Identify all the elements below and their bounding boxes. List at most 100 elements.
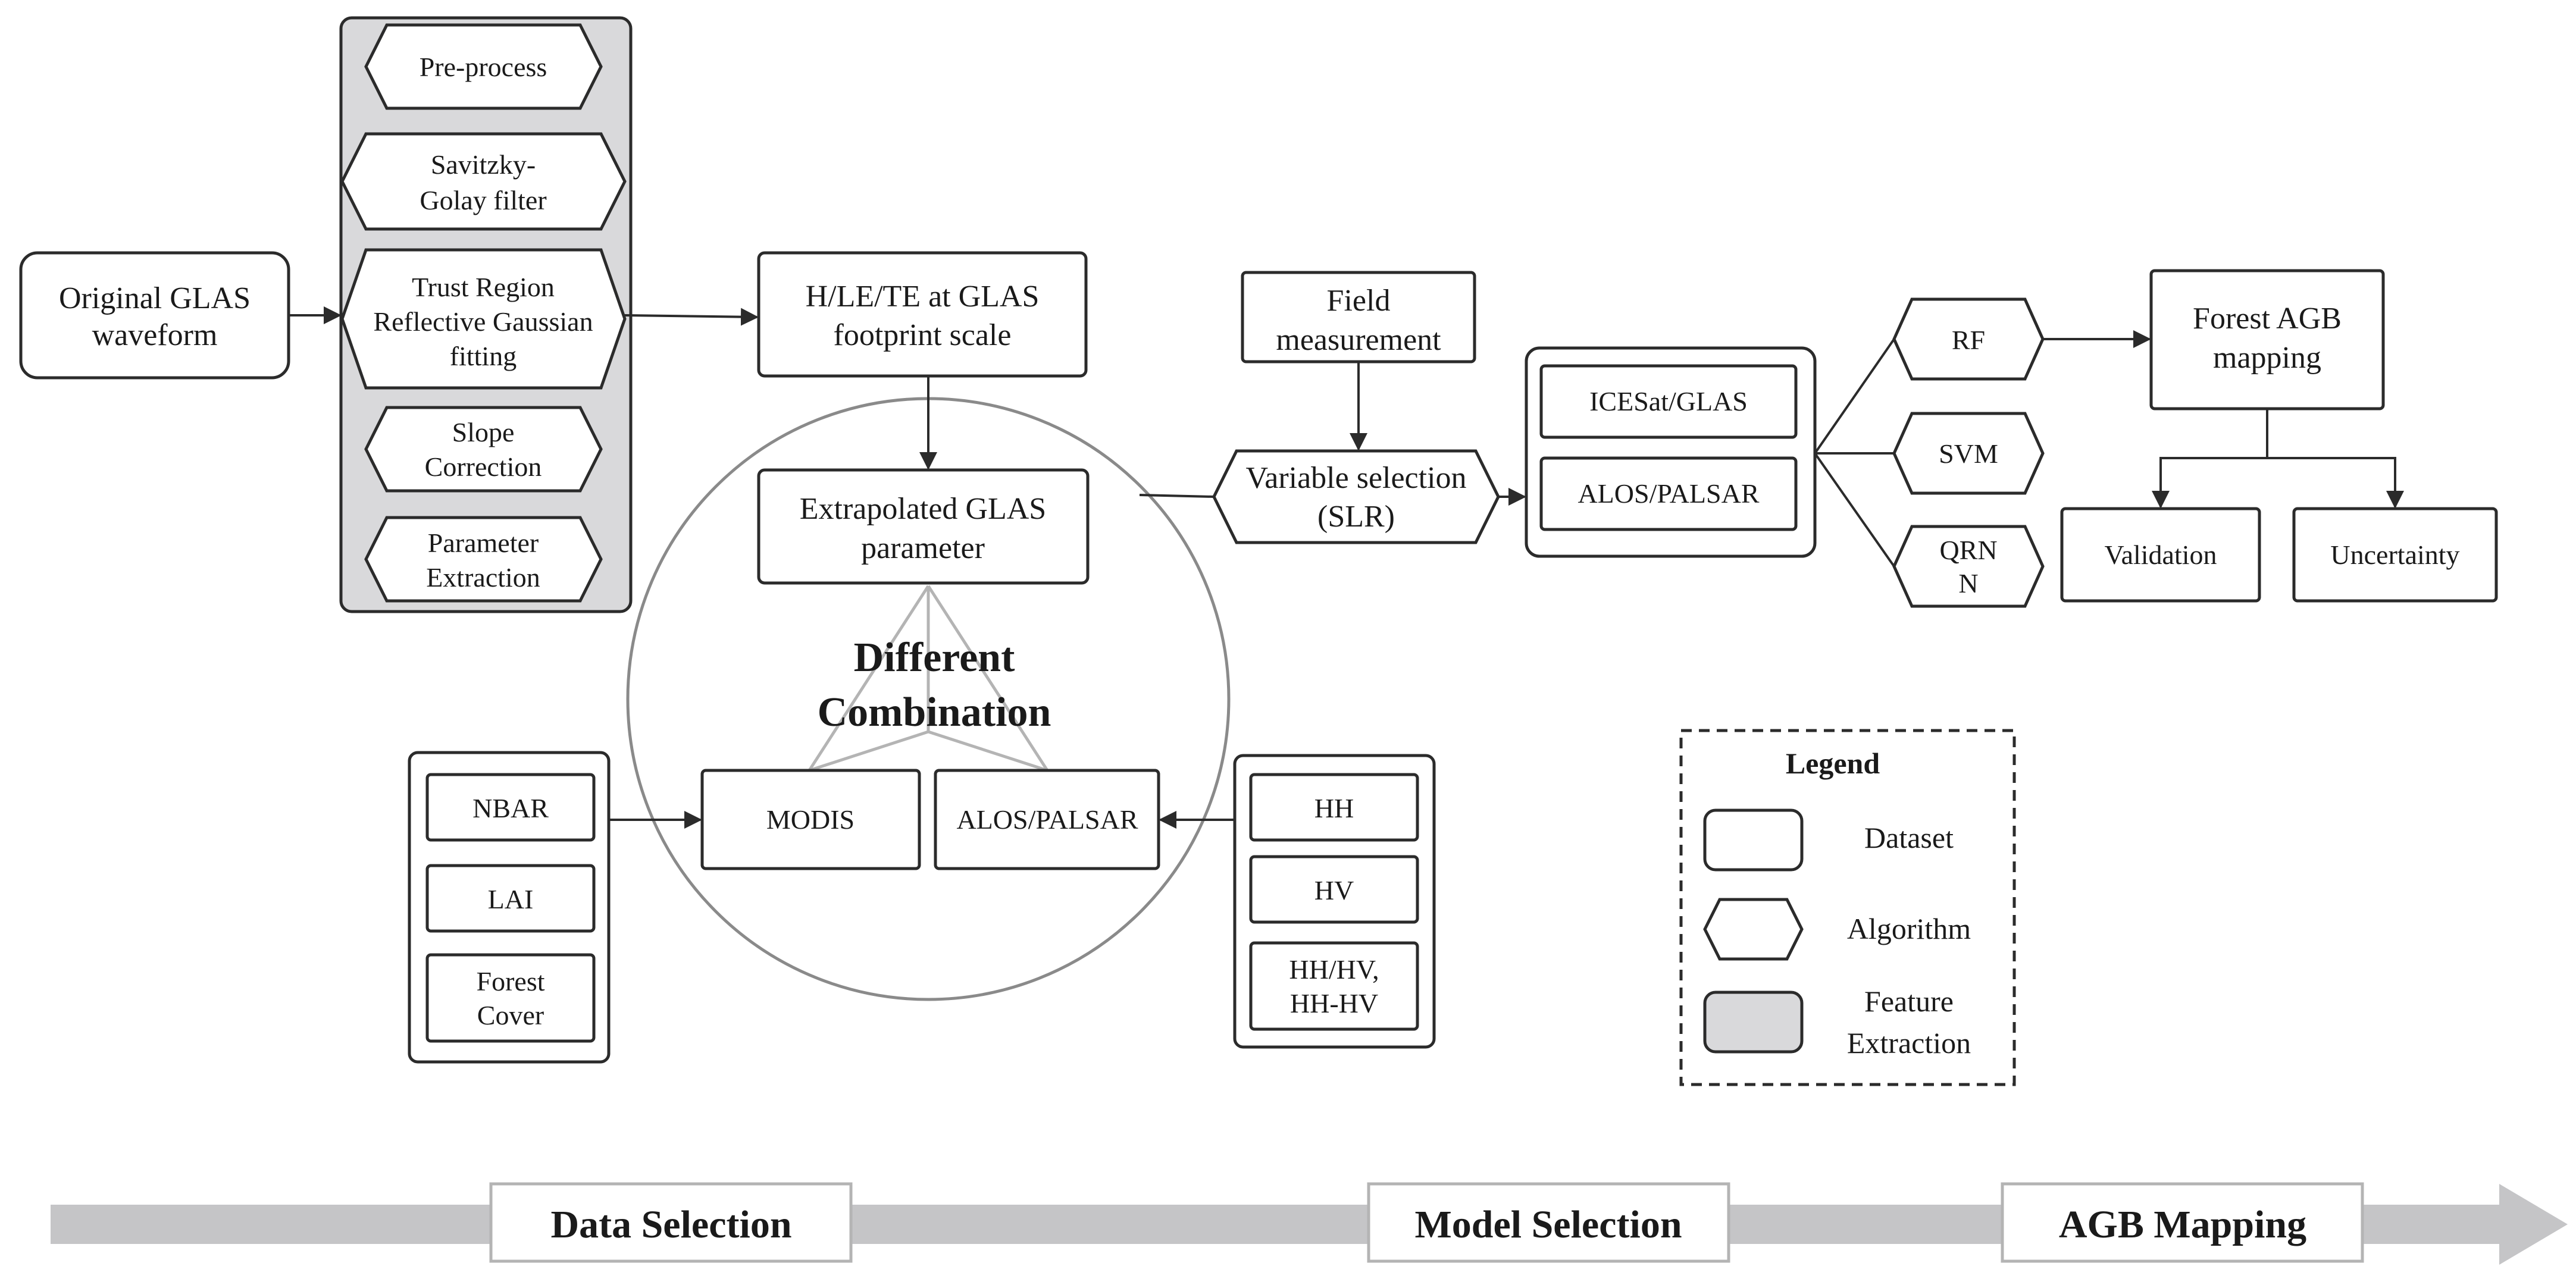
forest-cover-box bbox=[425, 953, 596, 1043]
field-measurement-label: Field measurement bbox=[1276, 284, 1441, 357]
extrapolated-box bbox=[757, 468, 1090, 585]
stage-label-model-selection: Model Selection bbox=[1414, 1203, 1682, 1246]
stage-arrow-band bbox=[51, 1184, 2568, 1265]
stage-box-agb-mapping bbox=[2001, 1182, 2364, 1263]
original-glas-box bbox=[19, 251, 290, 380]
stage-box-data-selection bbox=[489, 1182, 853, 1263]
svg-text:H/LE/TE at GLAS: H/LE/TE at GLAS bbox=[806, 280, 1040, 314]
svg-text:Field: Field bbox=[1327, 284, 1391, 318]
svg-text:waveform: waveform bbox=[92, 318, 218, 352]
svg-text:Combination: Combination bbox=[818, 689, 1051, 735]
svg-text:Reflective Gaussian: Reflective Gaussian bbox=[373, 306, 593, 337]
svg-text:Forest: Forest bbox=[477, 966, 545, 996]
svg-text:Original GLAS: Original GLAS bbox=[59, 281, 251, 315]
svg-text:Golay filter: Golay filter bbox=[420, 185, 546, 215]
rf-label: RF bbox=[1952, 325, 1985, 355]
parameter-label: Parameter Extraction bbox=[426, 528, 540, 593]
hh-hv-label: HH/HV, HH-HV bbox=[1289, 954, 1379, 1018]
hlete-label: H/LE/TE at GLAS footprint scale bbox=[806, 280, 1040, 352]
svm-label: SVM bbox=[1939, 438, 1998, 469]
icesat-label: ICESat/GLAS bbox=[1589, 386, 1748, 416]
svg-text:Pre-process: Pre-process bbox=[420, 52, 547, 82]
alos-center-label: ALOS/PALSAR bbox=[956, 804, 1138, 835]
nbar-label: NBAR bbox=[472, 793, 549, 823]
combination-lines bbox=[807, 585, 1049, 772]
validation-label: Validation bbox=[2104, 540, 2217, 570]
legend-dataset-swatch bbox=[1703, 808, 1804, 872]
hv-box bbox=[1249, 855, 1419, 924]
legend-dataset-label: Dataset bbox=[1864, 821, 1954, 854]
hh-hv-box bbox=[1249, 941, 1419, 1031]
svg-text:mapping: mapping bbox=[2213, 341, 2321, 375]
svg-text:Slope: Slope bbox=[452, 417, 515, 447]
hh-box bbox=[1249, 773, 1419, 842]
alos-right-box bbox=[1539, 456, 1798, 531]
svg-text:Savitzky-: Savitzky- bbox=[431, 149, 536, 180]
lai-box bbox=[425, 864, 596, 933]
slope-label: Slope Correction bbox=[425, 417, 542, 482]
legend-frame bbox=[1679, 729, 2016, 1086]
legend: Legend Dataset Algorithm Feature Extract… bbox=[1679, 729, 2016, 1086]
legend-feature-swatch bbox=[1703, 991, 1804, 1054]
parameter-hex bbox=[364, 516, 603, 603]
legend-title: Legend bbox=[1786, 747, 1880, 780]
savitzky-hex bbox=[340, 132, 627, 231]
svg-text:parameter: parameter bbox=[861, 531, 985, 565]
validation-box bbox=[2060, 507, 2261, 603]
qrnn-hex bbox=[1892, 525, 2045, 608]
trust-region-label: Trust Region Reflective Gaussian fitting bbox=[373, 272, 593, 371]
savitzky-label: Savitzky- Golay filter bbox=[420, 149, 546, 215]
original-glas-label: Original GLAS waveform bbox=[59, 281, 251, 352]
forest-cover-label: Forest Cover bbox=[477, 966, 545, 1030]
extrapolated-label: Extrapolated GLAS parameter bbox=[800, 492, 1046, 565]
svg-text:Forest AGB: Forest AGB bbox=[2193, 302, 2342, 336]
stage-box-model-selection bbox=[1367, 1182, 1730, 1263]
svg-text:Cover: Cover bbox=[477, 1000, 544, 1030]
modis-box bbox=[700, 769, 921, 870]
legend-algorithm-label: Algorithm bbox=[1847, 912, 1971, 945]
svm-hex bbox=[1892, 412, 2045, 495]
modis-label: MODIS bbox=[766, 804, 855, 835]
different-combination-label: Different Combination bbox=[818, 635, 1051, 735]
qrnn-label: QRN N bbox=[1939, 535, 1997, 598]
hh-label: HH bbox=[1314, 793, 1354, 823]
stage-label-agb-mapping: AGB Mapping bbox=[2059, 1203, 2306, 1246]
nbar-box bbox=[425, 773, 596, 842]
legend-feature-label: Feature Extraction bbox=[1847, 985, 1971, 1060]
stage-arrow: Data Selection Model Selection AGB Mappi… bbox=[51, 1182, 2568, 1265]
uncertainty-box bbox=[2292, 507, 2498, 603]
lai-label: LAI bbox=[488, 884, 534, 914]
legend-algorithm-swatch bbox=[1703, 898, 1804, 961]
preprocess-hex bbox=[364, 23, 603, 110]
svg-text:QRN: QRN bbox=[1939, 535, 1997, 565]
svg-text:measurement: measurement bbox=[1276, 323, 1441, 357]
slope-hex bbox=[364, 406, 603, 493]
svg-text:footprint scale: footprint scale bbox=[834, 318, 1012, 352]
alos-right-label: ALOS/PALSAR bbox=[1577, 478, 1759, 509]
svg-text:Extraction: Extraction bbox=[1847, 1026, 1971, 1060]
forest-agb-box bbox=[2149, 269, 2385, 410]
svg-text:Different: Different bbox=[854, 635, 1015, 681]
hlete-box bbox=[757, 251, 1088, 378]
svg-text:(SLR): (SLR) bbox=[1317, 500, 1395, 534]
stage-label-data-selection: Data Selection bbox=[550, 1203, 791, 1246]
forest-agb-label: Forest AGB mapping bbox=[2193, 302, 2342, 375]
preprocess-label: Pre-process bbox=[420, 52, 547, 82]
hv-label: HV bbox=[1314, 875, 1354, 905]
icesat-box bbox=[1539, 364, 1798, 439]
connectors bbox=[289, 306, 2404, 829]
svg-text:Parameter: Parameter bbox=[428, 528, 539, 558]
svg-text:Extraction: Extraction bbox=[426, 562, 540, 593]
svg-text:Feature: Feature bbox=[1864, 985, 1954, 1018]
trust-region-hex bbox=[340, 248, 627, 390]
svg-text:Variable selection: Variable selection bbox=[1245, 461, 1466, 495]
svg-text:HH-HV: HH-HV bbox=[1290, 988, 1378, 1018]
svg-text:Trust Region: Trust Region bbox=[412, 272, 555, 302]
variable-selection-label: Variable selection (SLR) bbox=[1245, 461, 1466, 534]
svg-text:Correction: Correction bbox=[425, 452, 542, 482]
svg-text:fitting: fitting bbox=[450, 341, 517, 371]
svg-text:N: N bbox=[1958, 568, 1978, 598]
svg-text:HH/HV,: HH/HV, bbox=[1289, 954, 1379, 985]
